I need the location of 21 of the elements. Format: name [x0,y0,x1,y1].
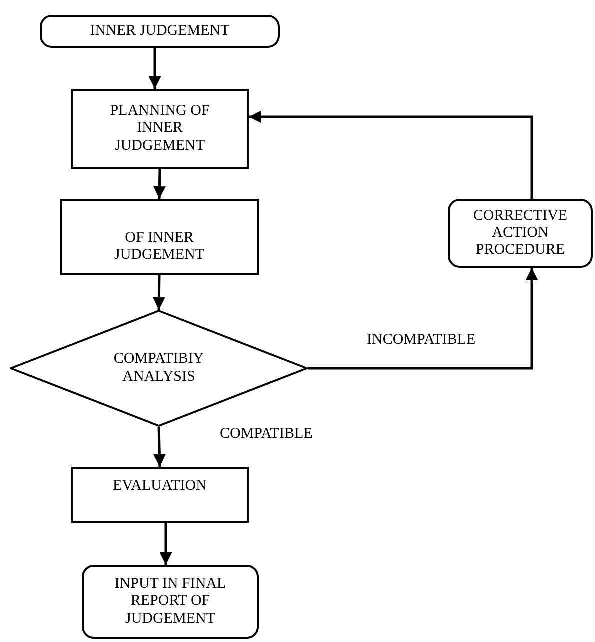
process-box [60,199,259,275]
arrow [152,274,166,310]
node-text: INNER JUDGEMENT [90,22,230,40]
arrow [249,110,534,199]
process-box [71,467,249,523]
node-text: OF INNER JUDGEMENT [114,230,206,264]
decision-diamond [10,310,308,427]
terminal-box [448,199,593,268]
node-text: PLANNING OF INNER JUDGEMENT [109,103,211,155]
process-box [71,89,249,169]
arrow [153,168,166,200]
node-text: INPUT IN FINAL REPORT OF JUDGEMENT [114,576,228,628]
arrow [153,426,166,468]
node-text: EVALUATION [113,478,207,496]
terminal-box [82,565,259,639]
arrow [148,48,162,89]
terminal-box [40,15,280,48]
arrow [160,523,172,565]
arrow [308,268,538,370]
node-text: CORRECTIVE ACTION PROCEDURE [472,208,569,260]
node-text: COMPATIBIY ANALYSIS [112,351,206,386]
